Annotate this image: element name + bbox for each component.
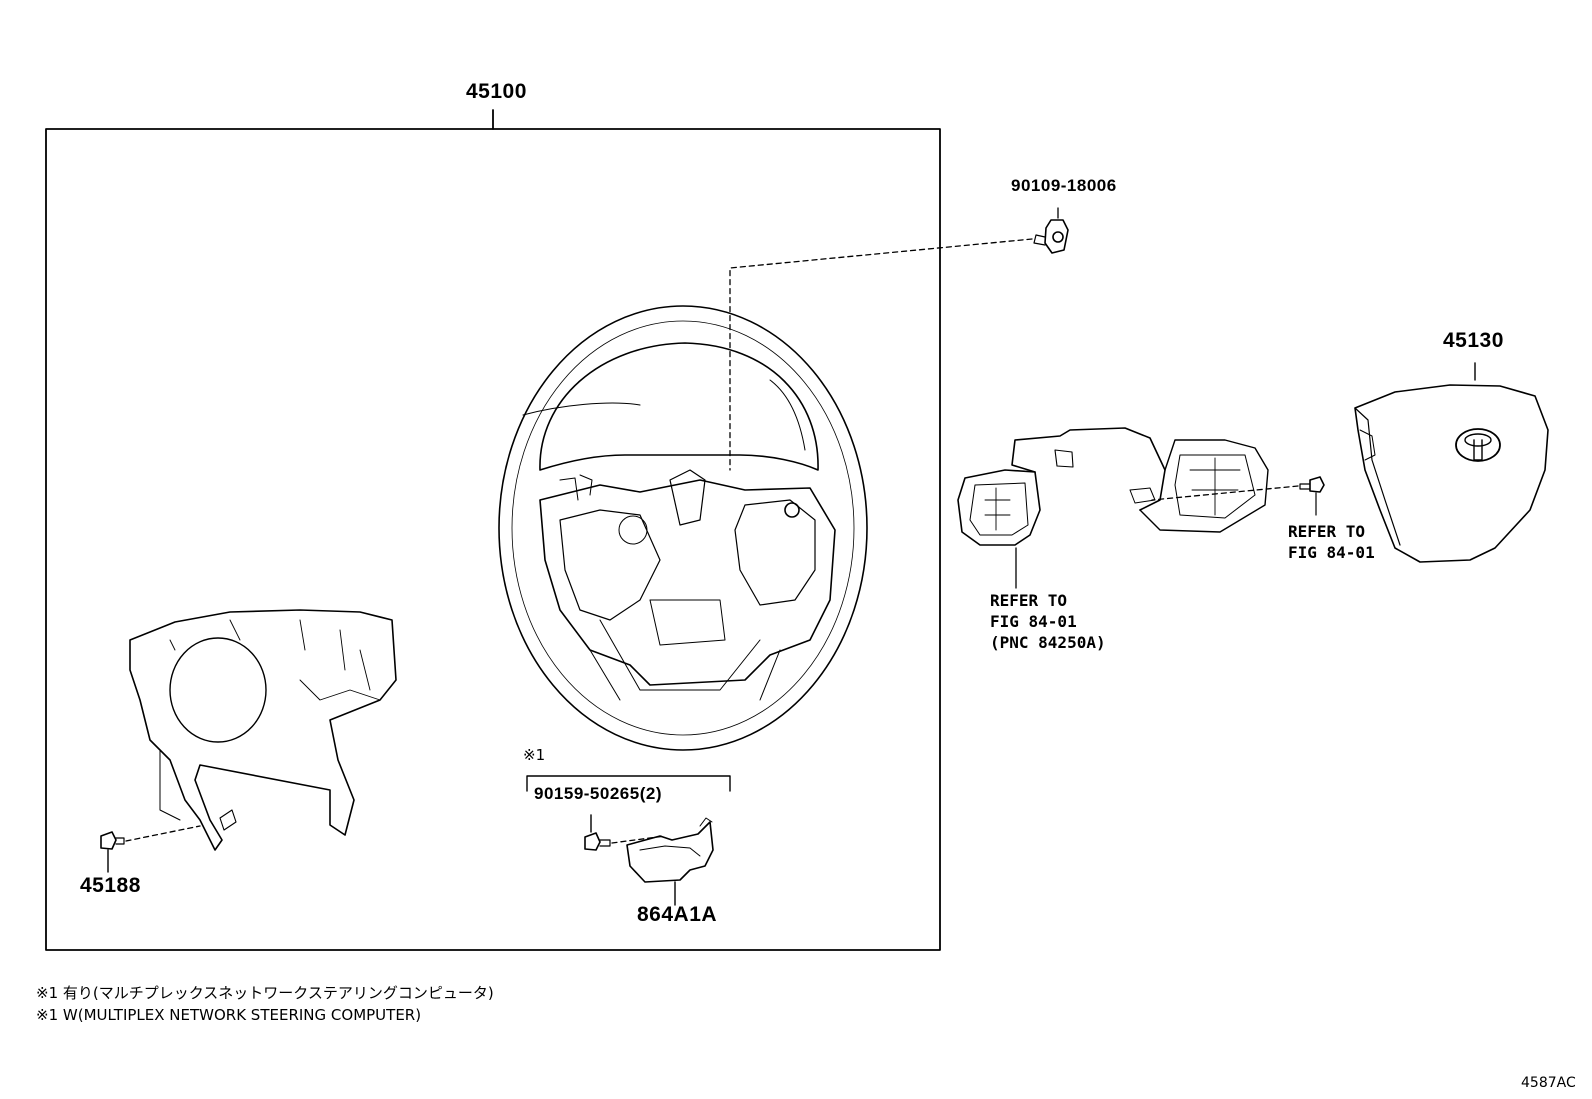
part-label-45188[interactable]: 45188 (80, 874, 141, 897)
refer-line: FIG 84-01 (1288, 543, 1375, 562)
steering-wheel-drawing (498, 305, 868, 751)
part-label-45100[interactable]: 45100 (466, 80, 527, 103)
part-label-864A1A[interactable]: 864A1A (637, 903, 718, 926)
figure-code: 4587AC (1521, 1075, 1576, 1091)
part-label-45130[interactable]: 45130 (1443, 329, 1504, 352)
cover-screw-drawing (100, 825, 201, 873)
refer-note-switch-right[interactable]: REFER TO FIG 84-01 (1288, 521, 1375, 563)
assembly-frame (45, 109, 941, 951)
footnote-en: ※1 W(MULTIPLEX NETWORK STEERING COMPUTER… (36, 1006, 422, 1024)
refer-line: REFER TO (990, 591, 1068, 610)
steering-computer-drawing (626, 817, 714, 906)
refer-note-switch-left[interactable]: REFER TO FIG 84-01 (PNC 84250A) (990, 590, 1106, 653)
hub-bolt-drawing (729, 219, 1069, 471)
airbag-drawing (1354, 362, 1549, 563)
computer-screw-drawing (584, 814, 666, 851)
refer-line: FIG 84-01 (990, 612, 1077, 631)
steering-switch-drawing (957, 427, 1269, 546)
option-bracket (526, 775, 731, 792)
footnote-jp: ※1 有り(マルチプレックスネットワークステアリングコンピュータ) (36, 984, 494, 1002)
switch-screw-drawing (1151, 476, 1325, 516)
part-label-90159-50265[interactable]: 90159-50265(2) (534, 784, 662, 803)
refer-line: (PNC 84250A) (990, 633, 1106, 652)
part-label-90109-18006[interactable]: 90109-18006 (1011, 176, 1117, 195)
refer-line: REFER TO (1288, 522, 1366, 541)
column-cover-drawing (129, 609, 397, 851)
label-leaders (1015, 207, 1059, 589)
option-mark: ※1 (523, 746, 546, 764)
